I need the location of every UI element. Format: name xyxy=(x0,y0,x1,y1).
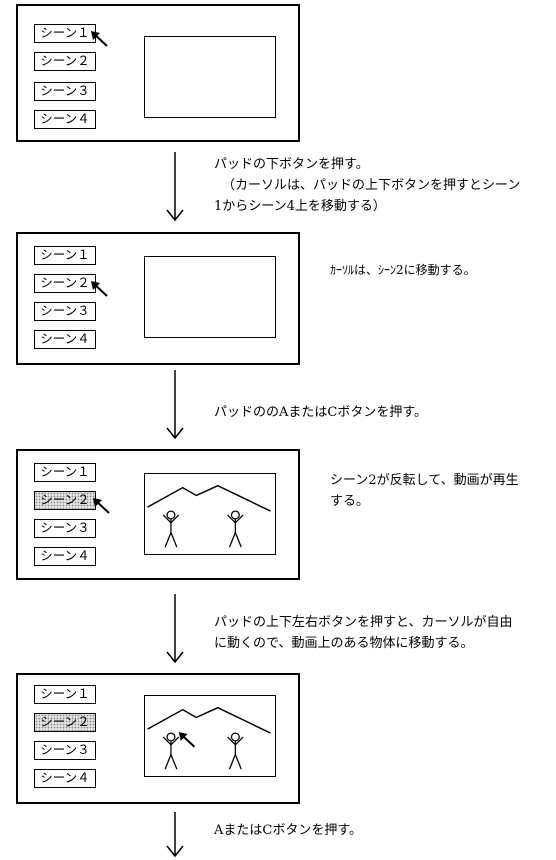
note-line: AまたはCボタンを押す。 xyxy=(214,823,363,838)
down-arrow-icon xyxy=(166,812,184,858)
cursor-arrow-icon xyxy=(91,281,108,297)
ui-panel-2: シーン１ シーン２ シーン３ シーン４ xyxy=(16,232,300,365)
note-line: パッドののAまたはCボタンを押す。 xyxy=(214,405,428,420)
scene-button-2[interactable]: シーン２ xyxy=(34,274,96,293)
note-line: パッドの下ボタンを押す。 xyxy=(214,157,369,172)
stick-figure-icon xyxy=(227,732,244,770)
video-screen[interactable] xyxy=(144,473,276,555)
note-line: ｶｰｿﾙは、ｼｰﾝ2に移動する。 xyxy=(330,263,476,277)
note-line: パッドの上下左右ボタンを押すと、カーソルが自由 xyxy=(214,615,513,630)
scene-button-4[interactable]: シーン４ xyxy=(34,330,96,349)
step-note-6: AまたはCボタンを押す。 xyxy=(214,820,362,841)
scene-button-2[interactable]: シーン２ xyxy=(34,713,96,732)
scene-button-3[interactable]: シーン３ xyxy=(34,519,96,538)
note-line: 1からシーン4上を移動する） xyxy=(214,199,386,214)
down-arrow-icon xyxy=(166,370,184,440)
scene-button-1[interactable]: シーン１ xyxy=(34,685,96,704)
scene-button-3[interactable]: シーン３ xyxy=(34,82,96,101)
ui-panel-4: シーン１ シーン２ シーン３ シーン４ xyxy=(16,673,300,804)
scene-button-2[interactable]: シーン２ xyxy=(34,52,96,71)
scene-button-3[interactable]: シーン３ xyxy=(34,741,96,760)
step-note-3: パッドののAまたはCボタンを押す。 xyxy=(214,402,427,423)
scene-button-2[interactable]: シーン２ xyxy=(34,491,96,510)
scene-button-1[interactable]: シーン１ xyxy=(34,246,96,265)
step-note-4: シーン2が反転して、動画が再生 する。 xyxy=(330,470,519,512)
step-note-2: ｶｰｿﾙは、ｼｰﾝ2に移動する。 xyxy=(330,260,476,281)
stick-figure-icon xyxy=(162,732,180,770)
video-screen[interactable] xyxy=(144,256,276,338)
ui-panel-1: シーン１ シーン２ シーン３ シーン４ xyxy=(16,4,300,142)
video-screen[interactable] xyxy=(144,36,276,118)
video-frame xyxy=(147,706,271,770)
video-screen[interactable] xyxy=(144,695,276,777)
step-note-5: パッドの上下左右ボタンを押すと、カーソルが自由 に動くので、動画上のある物体に移… xyxy=(214,612,512,654)
scene-button-1[interactable]: シーン１ xyxy=(34,24,96,43)
scene-button-3[interactable]: シーン３ xyxy=(34,302,96,321)
scene-button-4[interactable]: シーン４ xyxy=(34,110,96,129)
cursor-arrow-icon xyxy=(178,732,196,748)
note-line: に動くので、動画上のある物体に移動する。 xyxy=(214,636,474,651)
mountain-outline xyxy=(147,484,271,512)
video-frame xyxy=(147,484,271,548)
ui-panel-3: シーン１ シーン２ シーン３ シーン４ xyxy=(16,449,300,580)
step-note-1: パッドの下ボタンを押す。 （カーソルは、パッドの上下ボタンを押すとシーン 1から… xyxy=(214,154,520,217)
scene-button-4[interactable]: シーン４ xyxy=(34,769,96,788)
scene-button-4[interactable]: シーン４ xyxy=(34,547,96,566)
cursor-arrow-icon xyxy=(93,498,110,514)
note-line: する。 xyxy=(330,494,370,509)
scene-button-1[interactable]: シーン１ xyxy=(34,463,96,482)
stick-figure-icon xyxy=(162,510,180,548)
note-line: （カーソルは、パッドの上下ボタンを押すとシーン xyxy=(222,178,521,193)
mountain-outline xyxy=(147,706,271,734)
down-arrow-icon xyxy=(166,152,184,222)
note-line: シーン2が反転して、動画が再生 xyxy=(330,473,519,488)
down-arrow-icon xyxy=(166,594,184,664)
cursor-arrow-icon xyxy=(91,31,108,47)
stick-figure-icon xyxy=(227,510,244,548)
